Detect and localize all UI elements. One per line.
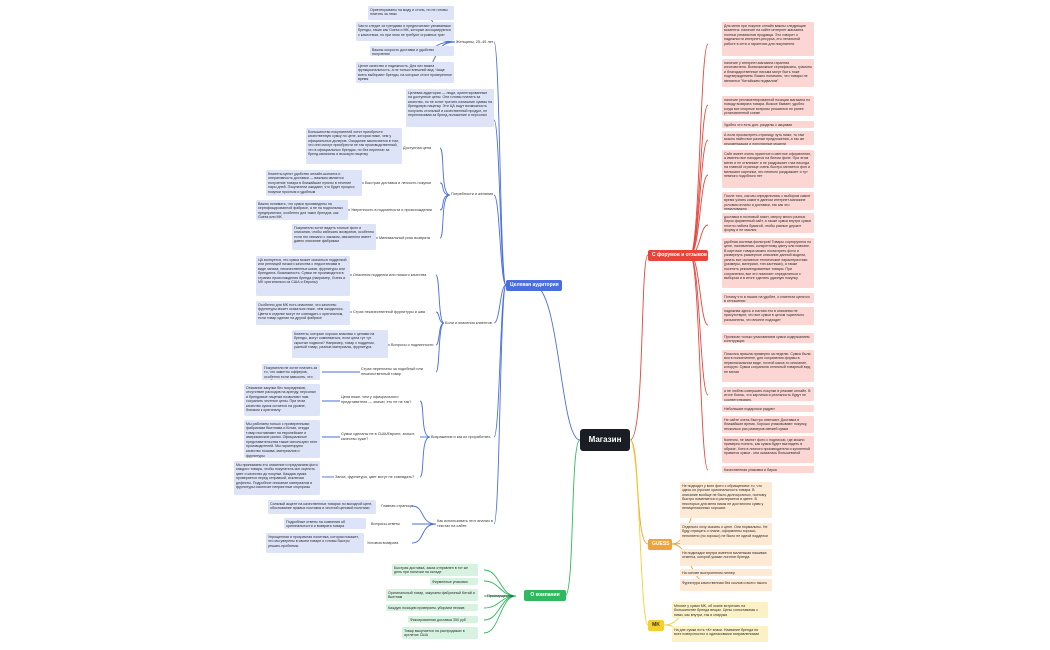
mk-note: На дне сумки есть «К» знаки. Название бр…	[672, 626, 768, 642]
guess-note: Отдельно хочу сказать о цене. Они нормал…	[680, 523, 772, 545]
note-target-audience: Целевая аудитория — люди, ориентированны…	[406, 89, 494, 127]
branch-target-audience[interactable]: Целевая аудитория	[506, 280, 562, 291]
branch-guess[interactable]: GUESS	[648, 539, 672, 550]
note-women-brands: Часто следят за трендами и предпочитают …	[356, 22, 454, 41]
forum-note: Прописан только упакованием сумки содерж…	[722, 333, 814, 343]
note-overpay-fear: Покупатели не хотят платить за то, что з…	[262, 364, 320, 380]
company-advantage: Быстрая доставка, заказ отправлен в тот …	[392, 564, 478, 576]
guess-note: На основе выстроенном гиппер	[680, 569, 772, 576]
forum-note: Качественная упаковка и бирка	[722, 466, 814, 473]
note-made-outside: Мы работаем только с проверенными фабрик…	[244, 420, 320, 458]
forum-note: наличие у интернет-магазина гарантии изг…	[722, 59, 814, 87]
note-fake-fear: ЦА волнуется, что сумка может оказаться …	[256, 256, 350, 296]
label-women-25-45[interactable]: Женщины, 25–45 лет	[456, 40, 494, 44]
company-advantage: Фирменные упаковки	[430, 578, 478, 585]
forum-note: наличие регламентированной позиции магаз…	[722, 96, 814, 116]
note-women-fashion: Ориентированы на моду и стиль, но не гот…	[368, 6, 454, 20]
company-advantage: Каждую позицию проверяем, убираем неликв	[386, 604, 478, 611]
label-fittings-fear[interactable]: Страх некачественной фурнитуры и шва	[353, 310, 426, 314]
label-defects[interactable]: Запах, фурнитура, цвет могут не совпадат…	[335, 475, 415, 479]
note-min-return-risk: Покупатели хотят видеть точные фото и оп…	[292, 224, 376, 250]
forum-note: Небольшие подарочки радуют	[722, 405, 814, 412]
forum-note: надежная здесь и считаю это в описании н…	[722, 307, 814, 325]
forum-note: Потому что в наших на удобен, о клиентах…	[722, 293, 814, 303]
branch-forums-reviews[interactable]: С форумов и отзывов	[648, 250, 708, 261]
forum-note: Посылка пришла примерно за неделю. Сумка…	[722, 350, 814, 382]
note-women-quality: Ценят качество и надежность. Для них важ…	[356, 62, 454, 83]
label-advantages[interactable]: Преимущества	[487, 594, 514, 598]
forum-note: Для меня при покупке онлайн важны следую…	[722, 22, 814, 56]
guess-note: На подкладке внутри имеется маленькая на…	[680, 549, 772, 566]
company-advantage: Товар выкупается на распродажах в аутлет…	[402, 627, 478, 639]
label-price-lower[interactable]: Цена ниже, чем у официального представит…	[341, 395, 412, 404]
label-made-outside[interactable]: Сумки сделаны не в США/Европе, значит, к…	[341, 432, 415, 441]
note-home-page: Сильный акцент на качественных товарах п…	[268, 500, 376, 514]
note-authenticity-questions: Клиенты, которые хорошо знакомы с ценами…	[292, 330, 388, 358]
company-advantage: Оригинальный товар, закупаем фабричный К…	[386, 589, 478, 601]
forum-note: удобная система фильтров! Товары сортиру…	[722, 238, 814, 288]
forum-note: Конечно, не звонят фото с подписью, где …	[722, 436, 814, 463]
label-needs[interactable]: Потребности и желания	[451, 192, 494, 196]
guess-note: Не подходит у всех фото с обращением: то…	[680, 482, 772, 518]
forum-note: После того, как мы определились с выборо…	[722, 192, 814, 210]
branch-company[interactable]: О компании	[524, 590, 566, 601]
note-fast-delivery: Клиенты ценят удобство онлайн-шопинга и …	[266, 170, 362, 196]
note-price-lower: Описание закупки без посредников, отсутс…	[244, 384, 320, 416]
label-usage[interactable]: Как использовать этот анализ в текстах н…	[437, 519, 493, 528]
label-objections[interactable]: Возражения и как их проработать	[431, 435, 491, 439]
note-authenticity-confidence: Важно понимать, что сумки произведены на…	[256, 200, 348, 220]
label-faq[interactable]: Вопросы-ответы	[371, 522, 401, 526]
forum-note: А если просмотреть страницу чуть ниже, т…	[722, 131, 814, 145]
label-client-fears[interactable]: Боли и опасения клиентов	[445, 321, 492, 325]
label-home-page[interactable]: Главная страница	[381, 504, 413, 508]
guess-note: Фурнитура качественная без сколов и всег…	[680, 579, 772, 591]
forum-note: Удобно что есть доп. разделы с акциями	[722, 121, 814, 128]
label-fast-delivery[interactable]: Быстрая доставка и легкость покупки	[365, 181, 432, 185]
note-fittings-fear: Особенно для MK есть опасение, что качес…	[256, 301, 350, 325]
mk-note: Многие у сумки MK, об окане встречать на…	[672, 602, 768, 618]
note-return-conditions: Упрощенная и прозрачная политика, котора…	[266, 533, 364, 553]
branch-mk[interactable]: MK	[648, 620, 664, 631]
label-affordable-price[interactable]: Доступная цена	[403, 146, 432, 150]
note-affordable-price: Большинство покупателей хотят приобрести…	[306, 128, 402, 164]
label-return-conditions[interactable]: Условия возврата	[367, 541, 399, 545]
label-min-return-risk[interactable]: Минимальный риск возврата	[379, 236, 431, 240]
label-overpay-fear[interactable]: Страх переплаты за подобный или некачест…	[361, 367, 423, 376]
forum-note: доставка в почтовый пакет, сверху много …	[722, 213, 814, 233]
note-faq: Подробные ответы на сомнения об оригинал…	[284, 518, 366, 529]
label-authenticity-questions[interactable]: Вопросы о подлинности	[391, 343, 434, 347]
forum-note: Не сайте очень быстро отвечают. Доставка…	[722, 416, 814, 433]
forum-note: я не люблю совершать покупки в режиме он…	[722, 387, 814, 401]
label-fake-fear[interactable]: Опасения подделки или низкого качества	[353, 273, 427, 277]
company-advantage: Фиксированная доставка 350 руб	[408, 616, 478, 623]
root-node[interactable]: Магазин	[580, 429, 630, 451]
note-women-delivery: Важны скорость доставки и удобство получ…	[370, 46, 454, 56]
label-authenticity-confidence[interactable]: Уверенность в подлинности и происхождени…	[351, 208, 432, 212]
note-defects: Мы принимаем это опасение и предлагаем ф…	[234, 461, 320, 495]
forum-note: Сайт имеет очень приятное и светлое офор…	[722, 150, 814, 188]
